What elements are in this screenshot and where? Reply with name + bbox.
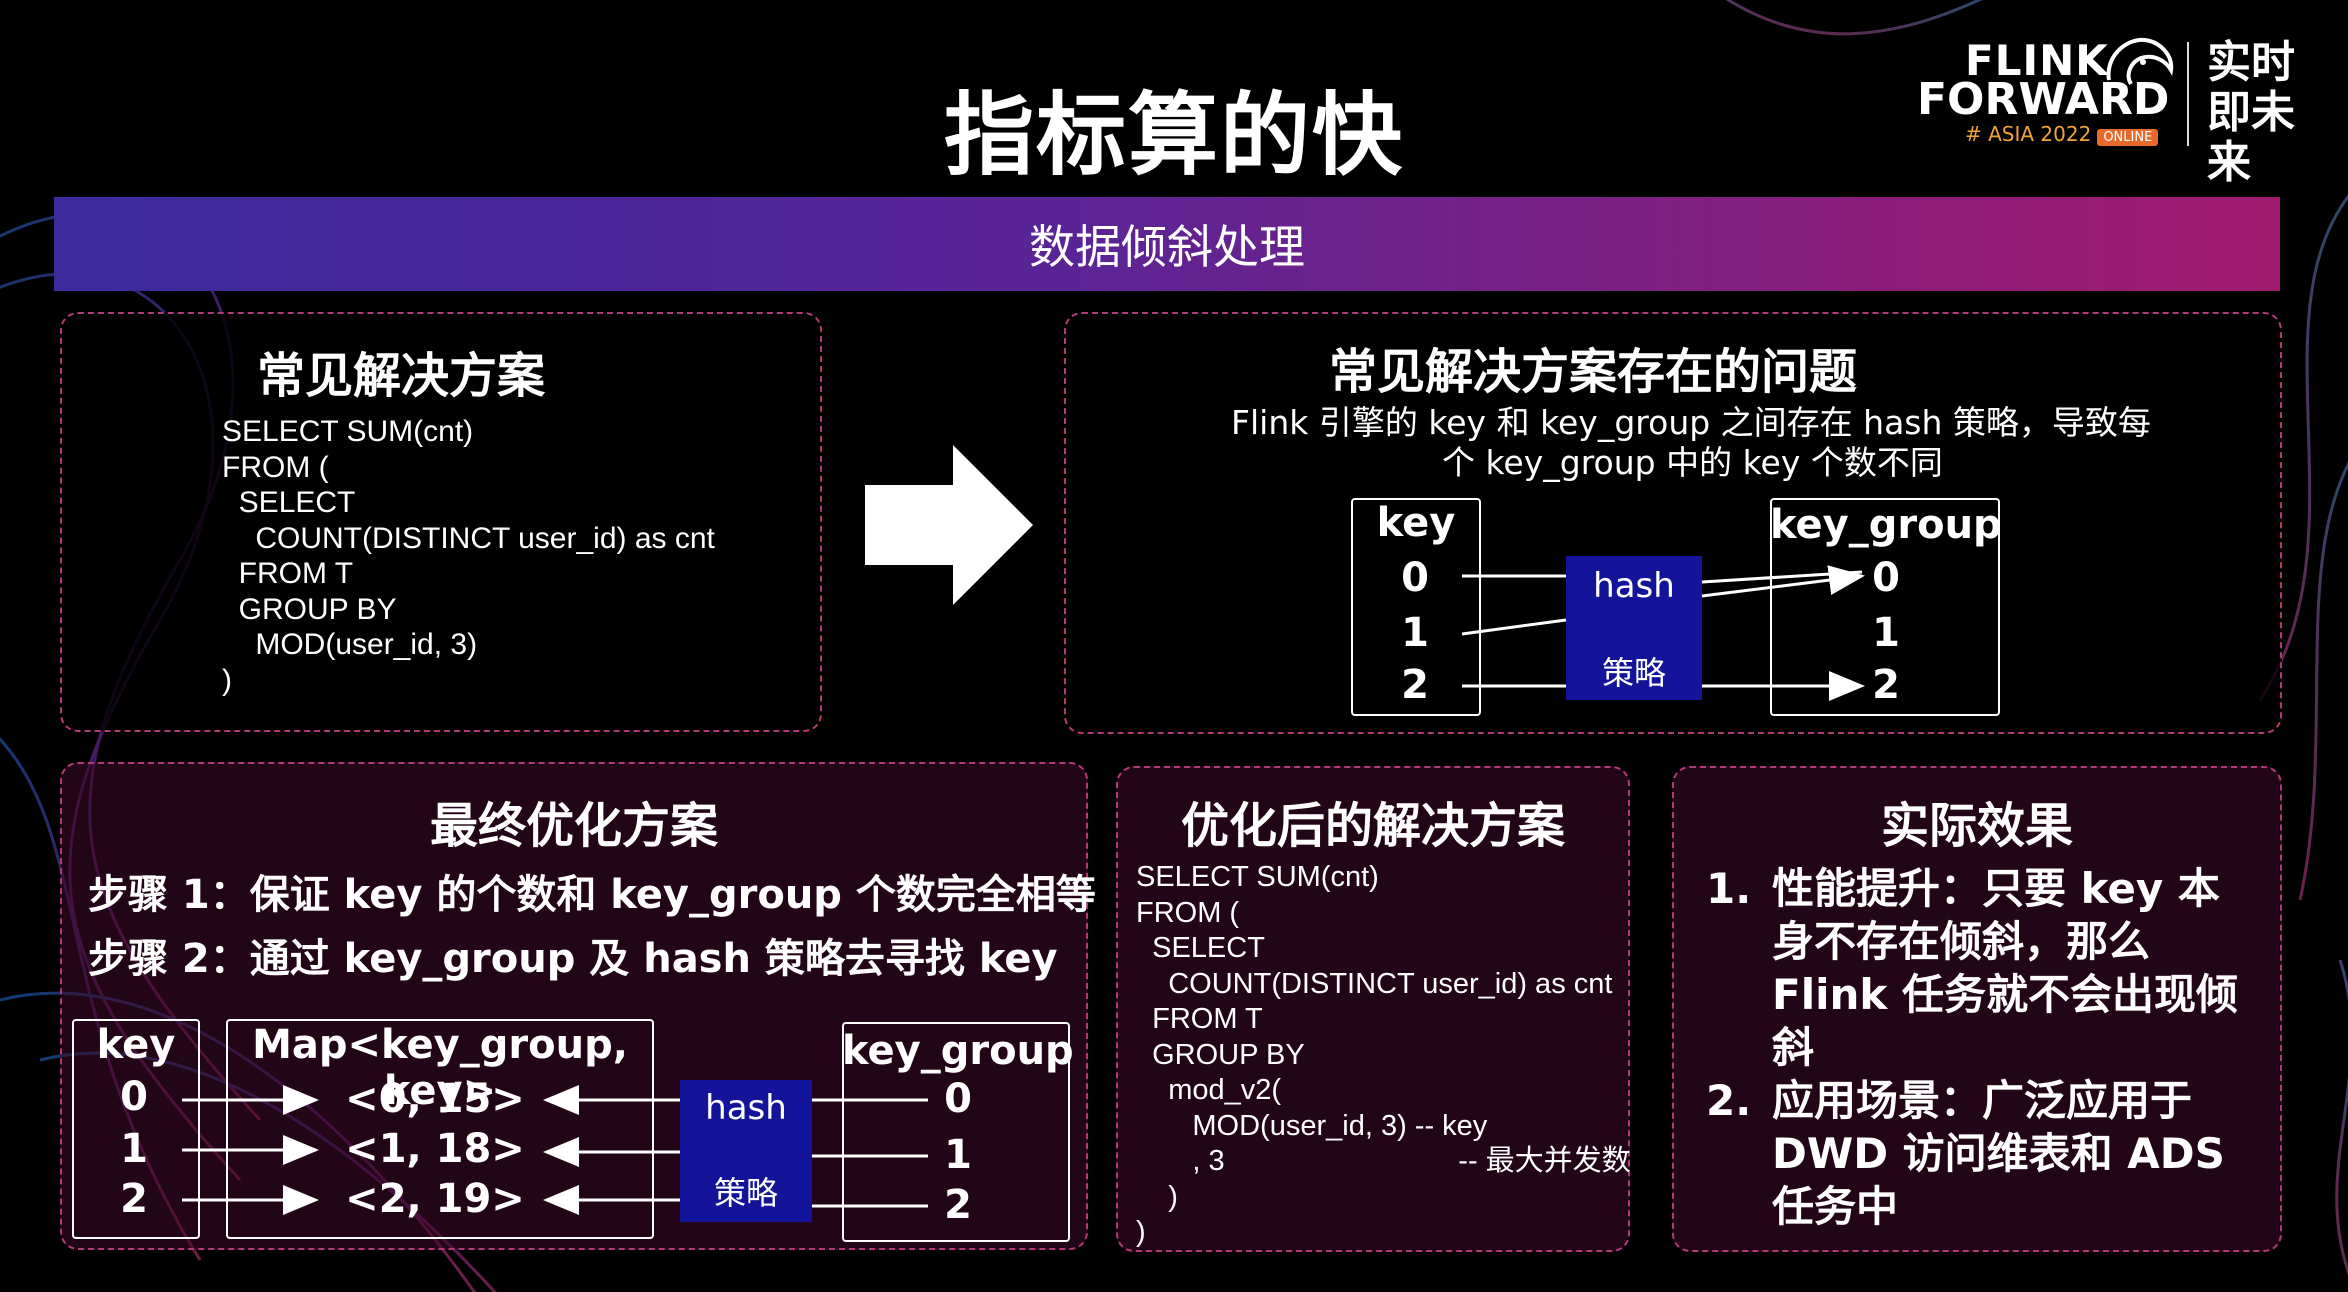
hash-label: hash <box>705 1088 787 1128</box>
sql-code-block: SELECT SUM(cnt)FROM ( SELECT COUNT(DISTI… <box>1136 860 1631 1251</box>
common-solution-panel: 常见解决方案 SELECT SUM(cnt)FROM ( SELECT COUN… <box>60 312 822 732</box>
actual-effect-panel: 实际效果 <box>1672 766 2282 1252</box>
logo-divider <box>2187 42 2189 146</box>
final-key-box <box>72 1019 200 1239</box>
code-line: FROM T <box>222 557 354 590</box>
code-line: FROM ( <box>222 450 329 484</box>
problem-description-line1: Flink 引擎的 key 和 key_group 之间存在 hash 策略，导… <box>1231 403 2151 442</box>
page-title: 指标算的快 <box>944 83 1404 188</box>
sql-code-block: SELECT SUM(cnt)FROM ( SELECT COUNT(DISTI… <box>222 414 715 698</box>
code-line: MOD(user_id, 3) <box>222 628 478 661</box>
online-badge: ONLINE <box>2097 129 2159 146</box>
effect-item-number: 2. <box>1706 1076 1752 1125</box>
hash-strategy-box <box>1566 556 1702 700</box>
key-header: key <box>1376 500 1456 546</box>
code-line: SELECT <box>222 486 356 519</box>
strategy-label: 策略 <box>1601 654 1666 692</box>
panel-title: 常见解决方案存在的问题 <box>1328 344 1857 400</box>
step-one-text: 步骤 1：保证 key 的个数和 key_group 个数完全相等 <box>88 872 1096 918</box>
effect-line: 性能提升：只要 key 本 <box>1772 864 2220 913</box>
key-column-box <box>1351 498 1481 716</box>
problem-description-line2: 个 key_group 中的 key 个数不同 <box>1442 443 1943 482</box>
key-group-value: 0 <box>944 1076 972 1122</box>
key-value: 0 <box>120 1074 148 1120</box>
logo-forward-text: FORWARD <box>1917 74 2170 125</box>
right-arrow-icon <box>865 445 1033 605</box>
logo-flink-text: FLINK <box>1965 36 2109 85</box>
key-group-value: 1 <box>944 1132 972 1178</box>
effect-line: 身不存在倾斜，那么 <box>1772 917 2151 966</box>
key-header: key <box>96 1022 176 1068</box>
code-line: FROM T <box>1136 1003 1263 1035</box>
code-line: ) <box>222 663 232 697</box>
effect-line: Flink 任务就不会出现倾 <box>1772 970 2238 1019</box>
panel-title: 实际效果 <box>1880 798 2073 854</box>
code-line: COUNT(DISTINCT user_id) as cnt <box>222 521 715 555</box>
step-two-text: 步骤 2：通过 key_group 及 hash 策略去寻找 key <box>88 936 1058 982</box>
code-line: GROUP BY <box>222 592 397 626</box>
strategy-label: 策略 <box>713 1174 778 1212</box>
code-line: COUNT(DISTINCT user_id) as cnt <box>1136 967 1613 1000</box>
code-line: FROM ( <box>1136 896 1240 929</box>
hash-strategy-box <box>680 1080 812 1222</box>
code-line: ) <box>1136 1216 1146 1248</box>
map-entry: <0, 15> <box>345 1076 525 1122</box>
panel-title: 优化后的解决方案 <box>1180 798 1565 854</box>
effect-item-number: 1. <box>1706 864 1752 913</box>
code-line: MOD(user_id, 3) -- key <box>1136 1109 1488 1142</box>
key-value: 2 <box>120 1176 148 1222</box>
final-key-group-box <box>842 1022 1070 1242</box>
code-line: mod_v2( <box>1136 1074 1282 1106</box>
key-group-column-box <box>1770 498 2000 716</box>
key-value: 0 <box>1401 555 1429 601</box>
code-line: SELECT SUM(cnt) <box>222 415 474 448</box>
effect-line: 任务中 <box>1772 1182 1899 1231</box>
key-group-value: 1 <box>1872 610 1900 656</box>
optimized-solution-panel: 优化后的解决方案 SELECT SUM(cnt)FROM ( SELECT CO… <box>1116 766 1631 1252</box>
code-line: SELECT SUM(cnt) <box>1136 861 1379 893</box>
effect-line: 斜 <box>1772 1023 1815 1072</box>
key-group-value: 0 <box>1872 555 1900 601</box>
panel-title: 最终优化方案 <box>429 798 718 854</box>
key-group-value: 2 <box>1872 662 1900 708</box>
map-box <box>226 1019 654 1239</box>
code-line: , 3 -- 最大并发数 <box>1136 1145 1631 1177</box>
code-line: GROUP BY <box>1136 1038 1305 1071</box>
panel-title: 常见解决方案 <box>256 348 545 404</box>
squirrel-icon <box>2106 37 2174 86</box>
key-group-header: key_group <box>1770 502 2002 548</box>
key-group-value: 2 <box>944 1182 972 1228</box>
key-group-header: key_group <box>842 1028 1074 1074</box>
effect-line: 应用场景：广泛应用于 <box>1772 1076 2193 1125</box>
section-banner: 数据倾斜处理 <box>54 197 2280 291</box>
key-value: 2 <box>1401 662 1429 708</box>
key-value: 1 <box>120 1126 148 1172</box>
key-value: 1 <box>1401 610 1429 656</box>
logo-slogan: 实时即未来 <box>2207 37 2295 188</box>
hash-label: hash <box>1593 566 1675 606</box>
code-line: ) <box>1136 1180 1178 1213</box>
effect-line: DWD 访问维表和 ADS <box>1772 1129 2225 1178</box>
map-entry: <1, 18> <box>345 1126 525 1172</box>
final-solution-panel: 最终优化方案 <box>60 762 1088 1250</box>
map-entry: <2, 19> <box>345 1176 525 1222</box>
map-header: Map<key_group, key> <box>252 1022 628 1114</box>
code-line: SELECT <box>1136 932 1265 964</box>
